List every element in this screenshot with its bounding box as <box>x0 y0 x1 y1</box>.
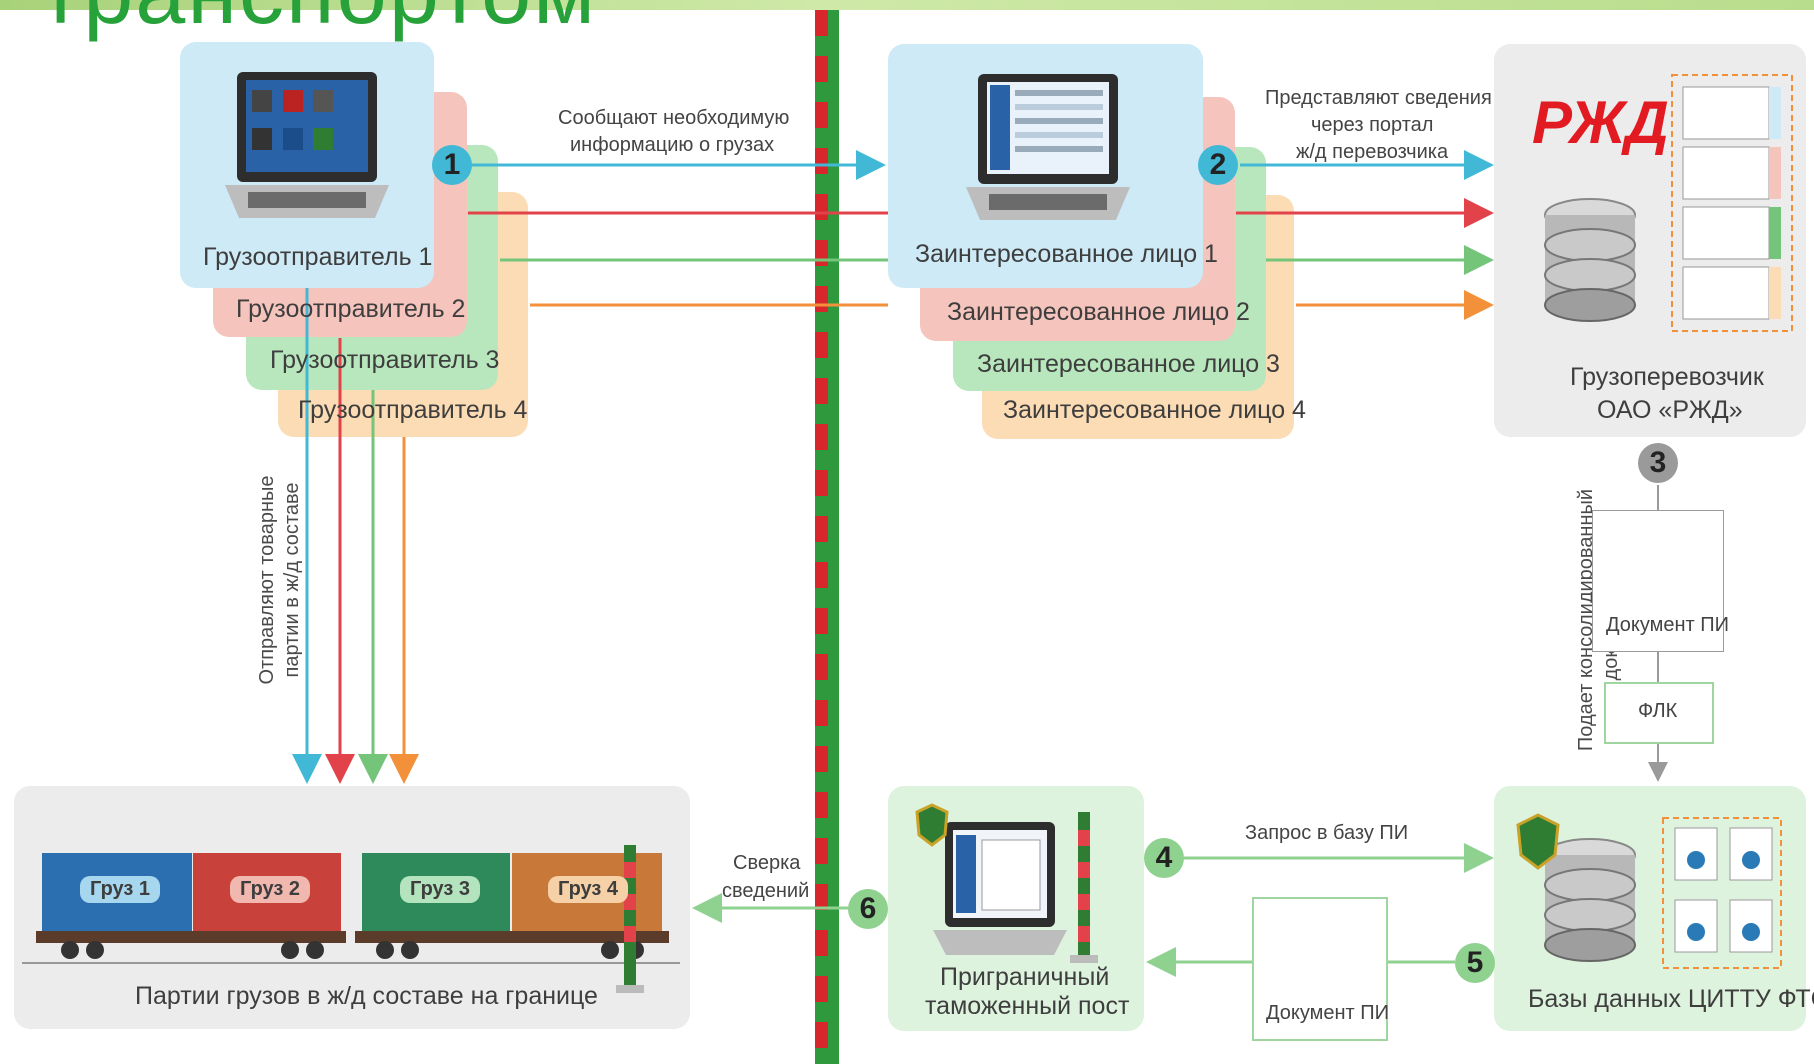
cargo-label-2: Груз 2 <box>230 876 311 903</box>
customs-post-line1: Приграничный <box>940 963 1110 991</box>
pi-document-label-2: Документ ПИ <box>1266 1002 1390 1024</box>
arrow-label-step2-line2: через портал <box>1311 114 1434 136</box>
border-line-red-segment <box>815 286 828 312</box>
emblem-icon-customs-db <box>1516 813 1560 870</box>
interested-label-4: Заинтересованное лицо 4 <box>1003 396 1306 424</box>
xml-tag-2: XML <box>1280 922 1305 936</box>
border-post-icon-train <box>616 845 644 993</box>
border-line-red-segment <box>815 838 828 864</box>
border-line-red-segment <box>815 700 828 726</box>
arrow-label-step1-line2: информацию о грузах <box>570 134 775 156</box>
border-line-red-segment <box>815 562 828 588</box>
border-line-red-segment <box>815 56 828 82</box>
border-line-red-segment <box>815 792 828 818</box>
step-badge-4: 4 <box>1144 838 1184 878</box>
flk-label: ФЛК <box>1638 700 1678 722</box>
shipper-label-4: Грузоотправитель 4 <box>298 396 528 424</box>
database-icon-carrier <box>1544 198 1636 322</box>
border-post-icon <box>1070 812 1098 963</box>
step-badge-1: 1 <box>432 145 472 185</box>
border-line-red-segment <box>815 976 828 1002</box>
interested-label-1: Заинтересованное лицо 1 <box>915 240 1218 268</box>
border-line-red-segment <box>815 240 828 266</box>
database-icon-customs <box>1544 838 1636 962</box>
interested-label-2: Заинтересованное лицо 2 <box>947 298 1250 326</box>
border-line-red-segment <box>815 10 828 36</box>
step-badge-6: 6 <box>848 889 888 929</box>
border-line-red-segment <box>815 378 828 404</box>
laptop-icon-interested <box>966 74 1130 220</box>
train-caption: Партии грузов в ж/д составе на границе <box>135 982 598 1010</box>
pi-document-box-1 <box>1592 510 1724 652</box>
border-line-red-segment <box>815 746 828 772</box>
send-label-line1: Отправляют товарные <box>256 475 278 685</box>
border-line-red-segment <box>815 930 828 956</box>
laptop-icon-shipper <box>225 72 389 218</box>
document-stack-carrier <box>1671 74 1793 332</box>
pi-document-box-2 <box>1252 897 1388 1041</box>
border-line-red-segment <box>815 332 828 358</box>
border-line-red-segment <box>815 608 828 634</box>
step-badge-3: 3 <box>1638 443 1678 483</box>
carrier-name-line1: Грузоперевозчик <box>1570 363 1764 391</box>
arrow-label-step2-line3: ж/д перевозчика <box>1296 141 1449 163</box>
border-line-red-segment <box>815 424 828 450</box>
xml-docs-cluster <box>1662 817 1782 969</box>
border-line-red-segment <box>815 654 828 680</box>
top-accent-bar <box>0 0 1814 10</box>
laptop-icon-customs <box>915 803 1067 955</box>
arrow-label-check-line1: Сверка <box>733 852 801 874</box>
border-line-red-segment <box>815 1022 828 1048</box>
border-line <box>815 10 839 1064</box>
cargo-label-3: Груз 3 <box>400 876 481 903</box>
cargo-label-4: Груз 4 <box>548 876 629 903</box>
pi-document-label-1: Документ ПИ <box>1606 614 1730 636</box>
customs-post-line2: таможенный пост <box>925 992 1130 1020</box>
border-line-red-segment <box>815 194 828 220</box>
page-title-fragment: транспортом <box>40 0 597 45</box>
step-badge-5: 5 <box>1455 943 1495 983</box>
database-label: Базы данных ЦИТТУ ФТС <box>1528 985 1814 1013</box>
arrow-label-step1-line1: Сообщают необходимую <box>558 107 790 129</box>
rzd-logo: РЖД <box>1532 89 1669 156</box>
train-wagons <box>22 853 680 964</box>
cargo-label-1: Груз 1 <box>80 876 161 903</box>
border-line-red-segment <box>815 516 828 542</box>
carrier-name-line2: ОАО «РЖД» <box>1597 396 1743 424</box>
send-label-line2: партии в ж/д составе <box>281 482 303 678</box>
border-line-red-segment <box>815 884 828 910</box>
border-line-red-segment <box>815 470 828 496</box>
arrow-label-check-line2: сведений <box>722 880 810 902</box>
interested-label-3: Заинтересованное лицо 3 <box>977 350 1280 378</box>
step-badge-2: 2 <box>1198 145 1238 185</box>
shipper-label-2: Грузоотправитель 2 <box>236 295 466 323</box>
flk-box <box>1604 682 1714 744</box>
arrow-label-request: Запрос в базу ПИ <box>1245 822 1409 844</box>
xml-tag-1: XML <box>1624 532 1649 546</box>
border-line-red-segment <box>815 102 828 128</box>
shipper-label-3: Грузоотправитель 3 <box>270 346 500 374</box>
shipper-label-1: Грузоотправитель 1 <box>203 243 433 271</box>
arrow-label-step2-line1: Представляют сведения <box>1265 87 1492 109</box>
border-line-red-segment <box>815 148 828 174</box>
